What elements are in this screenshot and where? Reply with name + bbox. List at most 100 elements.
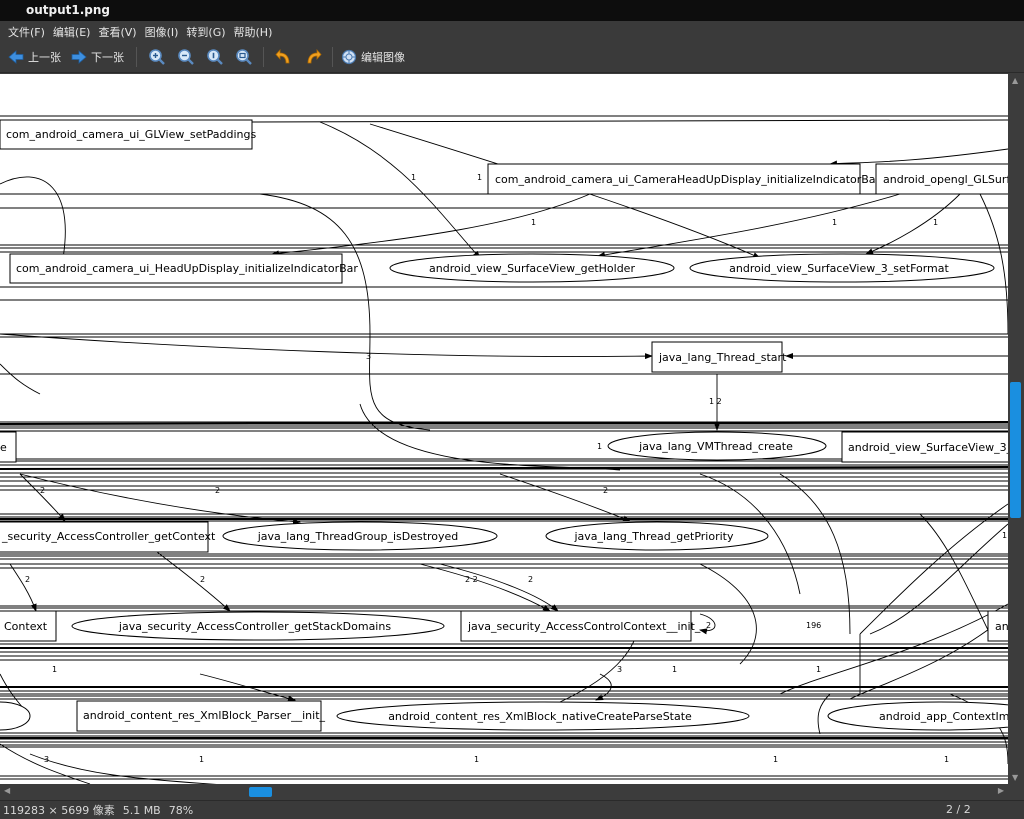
next-button[interactable]: 下一张 bbox=[71, 45, 124, 69]
svg-text:1 2: 1 2 bbox=[709, 397, 722, 406]
svg-text:2: 2 bbox=[706, 621, 711, 630]
svg-text:1: 1 bbox=[597, 442, 602, 451]
svg-text:com_android_camera_ui_GLView_s: com_android_camera_ui_GLView_setPaddings bbox=[6, 128, 257, 141]
rotate-left-button[interactable] bbox=[272, 45, 296, 69]
scrollbar-corner bbox=[1008, 784, 1024, 800]
graph-node: android_view_SurfaceView_getHolder bbox=[389, 253, 675, 283]
status-bar: 119283 × 5699 像素 5.1 MB 78% 2 / 2 bbox=[0, 800, 1024, 819]
svg-text:2: 2 bbox=[200, 575, 205, 584]
svg-text:196: 196 bbox=[806, 621, 821, 630]
svg-text:1: 1 bbox=[832, 218, 837, 227]
graph-node: android_view_SurfaceView_3_setFormat bbox=[689, 253, 995, 283]
svg-text:java_security_AccessController: java_security_AccessController_getStackD… bbox=[118, 620, 391, 633]
svg-text:android_opengl_GLSurfac: android_opengl_GLSurfac bbox=[883, 173, 1008, 186]
zoom-out-button[interactable] bbox=[174, 45, 198, 69]
menu-help[interactable]: 帮助(H) bbox=[233, 25, 273, 39]
svg-text:com_android_camera_ui_HeadUpDi: com_android_camera_ui_HeadUpDisplay_init… bbox=[16, 262, 358, 275]
vertical-scrollbar[interactable]: ▲ ▼ bbox=[1008, 74, 1024, 784]
file-size: 5.1 MB bbox=[122, 803, 161, 817]
menu-view[interactable]: 查看(V) bbox=[98, 25, 137, 39]
edge-labels: 1 1 1 1 1 3 1 2 1 2 2 2 1 2 2 2 2 2 2 19… bbox=[25, 173, 1007, 764]
svg-text:android_view_SurfaceView_3_set: android_view_SurfaceView_3_setFormat bbox=[729, 262, 949, 275]
page-indicator: 2 / 2 bbox=[946, 803, 971, 816]
svg-text:1: 1 bbox=[773, 755, 778, 764]
svg-text:2: 2 bbox=[215, 486, 220, 495]
svg-text:1: 1 bbox=[933, 218, 938, 227]
arrow-right-icon bbox=[71, 50, 87, 64]
svg-text:1: 1 bbox=[477, 173, 482, 182]
scroll-left-icon[interactable]: ◀ bbox=[4, 786, 11, 795]
svg-text:1: 1 bbox=[52, 665, 57, 674]
svg-text:android_content_res_XmlBlock_P: android_content_res_XmlBlock_Parser__ini… bbox=[83, 709, 326, 722]
svg-text:android_view_SurfaceView_3_ad: android_view_SurfaceView_3_ad bbox=[848, 441, 1008, 454]
graph-node: java_lang_VMThread_create bbox=[607, 431, 827, 461]
svg-text:1: 1 bbox=[411, 173, 416, 182]
zoom-actual-size-icon bbox=[207, 49, 223, 65]
graph-node: an bbox=[987, 610, 1008, 642]
graph-node: android_opengl_GLSurfac bbox=[875, 163, 1008, 195]
svg-text:android_view_SurfaceView_getHo: android_view_SurfaceView_getHolder bbox=[429, 262, 635, 275]
edit-image-icon bbox=[341, 49, 357, 65]
rotate-right-icon bbox=[307, 48, 322, 64]
next-button-label: 下一张 bbox=[91, 51, 124, 64]
svg-text:e: e bbox=[0, 441, 7, 454]
graph-node: java_lang_ThreadGroup_isDestroyed bbox=[222, 521, 498, 551]
svg-text:android_app_ContextImpl_: android_app_ContextImpl_ bbox=[879, 710, 1008, 723]
svg-text:2: 2 bbox=[603, 486, 608, 495]
zoom-actual-button[interactable] bbox=[203, 45, 227, 69]
svg-text:3: 3 bbox=[617, 665, 622, 674]
zoom-level: 78% bbox=[168, 803, 194, 817]
zoom-in-button[interactable] bbox=[145, 45, 169, 69]
svg-text:3: 3 bbox=[44, 755, 49, 764]
svg-text:2: 2 bbox=[528, 575, 533, 584]
prev-button[interactable]: 上一张 bbox=[8, 45, 61, 69]
menu-file[interactable]: 文件(F) bbox=[8, 25, 45, 39]
graph-node: android_view_SurfaceView_3_ad bbox=[841, 431, 1008, 463]
svg-text:_security_AccessController_get: _security_AccessController_getContext bbox=[1, 530, 216, 543]
horizontal-scrollbar[interactable]: ◀ ▶ bbox=[0, 784, 1008, 800]
menu-go[interactable]: 转到(G) bbox=[186, 25, 226, 39]
graph-node: com_android_camera_ui_CameraHeadUpDispla… bbox=[487, 163, 881, 195]
svg-text:2: 2 bbox=[25, 575, 30, 584]
graph-image: com_android_camera_ui_GLView_setPaddings… bbox=[0, 115, 1008, 784]
svg-text:1: 1 bbox=[816, 665, 821, 674]
graph-node: android_app_ContextImpl_ bbox=[827, 701, 1008, 731]
horizontal-scroll-thumb[interactable] bbox=[249, 787, 272, 797]
svg-text:1: 1 bbox=[1002, 531, 1007, 540]
scroll-up-icon[interactable]: ▲ bbox=[1012, 76, 1019, 85]
graph-node: com_android_camera_ui_GLView_setPaddings bbox=[0, 119, 257, 150]
menu-edit[interactable]: 编辑(E) bbox=[52, 25, 91, 39]
image-viewport[interactable]: com_android_camera_ui_GLView_setPaddings… bbox=[0, 74, 1008, 784]
scroll-down-icon[interactable]: ▼ bbox=[1012, 773, 1019, 782]
rotate-left-icon bbox=[275, 48, 290, 64]
graph-node: java_lang_Thread_start bbox=[651, 341, 787, 373]
zoom-fit-button[interactable] bbox=[232, 45, 256, 69]
svg-text:2: 2 bbox=[40, 486, 45, 495]
svg-text:1: 1 bbox=[474, 755, 479, 764]
graph-node bbox=[0, 701, 31, 731]
window-title: output1.png bbox=[26, 3, 111, 17]
svg-text:1: 1 bbox=[531, 218, 536, 227]
svg-text:1: 1 bbox=[672, 665, 677, 674]
svg-text:3: 3 bbox=[366, 352, 371, 361]
arrow-left-icon bbox=[8, 50, 24, 64]
scroll-right-icon[interactable]: ▶ bbox=[997, 786, 1004, 795]
toolbar: 上一张 下一张 编辑图像 bbox=[0, 42, 1024, 73]
graph-node: _security_AccessController_getContext bbox=[0, 521, 216, 553]
rotate-right-button[interactable] bbox=[301, 45, 325, 69]
graph-node: java_security_AccessController_getStackD… bbox=[71, 611, 445, 641]
edit-image-button[interactable]: 编辑图像 bbox=[341, 45, 405, 69]
graph-node: java_lang_Thread_getPriority bbox=[545, 521, 769, 551]
svg-text:java_lang_Thread_start: java_lang_Thread_start bbox=[658, 351, 787, 364]
menu-bar: 文件(F) 编辑(E) 查看(V) 图像(I) 转到(G) 帮助(H) bbox=[0, 21, 1024, 42]
svg-text:1: 1 bbox=[199, 755, 204, 764]
svg-text:com_android_camera_ui_CameraHe: com_android_camera_ui_CameraHeadUpDispla… bbox=[495, 173, 881, 186]
graph-node: e bbox=[0, 431, 17, 463]
svg-text:java_lang_ThreadGroup_isDestro: java_lang_ThreadGroup_isDestroyed bbox=[257, 530, 459, 543]
vertical-scroll-thumb[interactable] bbox=[1010, 382, 1021, 518]
svg-text:java_lang_Thread_getPriority: java_lang_Thread_getPriority bbox=[574, 530, 734, 543]
toolbar-separator bbox=[332, 47, 333, 67]
svg-text:1: 1 bbox=[944, 755, 949, 764]
menu-image[interactable]: 图像(I) bbox=[144, 25, 179, 39]
toolbar-separator bbox=[263, 47, 264, 67]
